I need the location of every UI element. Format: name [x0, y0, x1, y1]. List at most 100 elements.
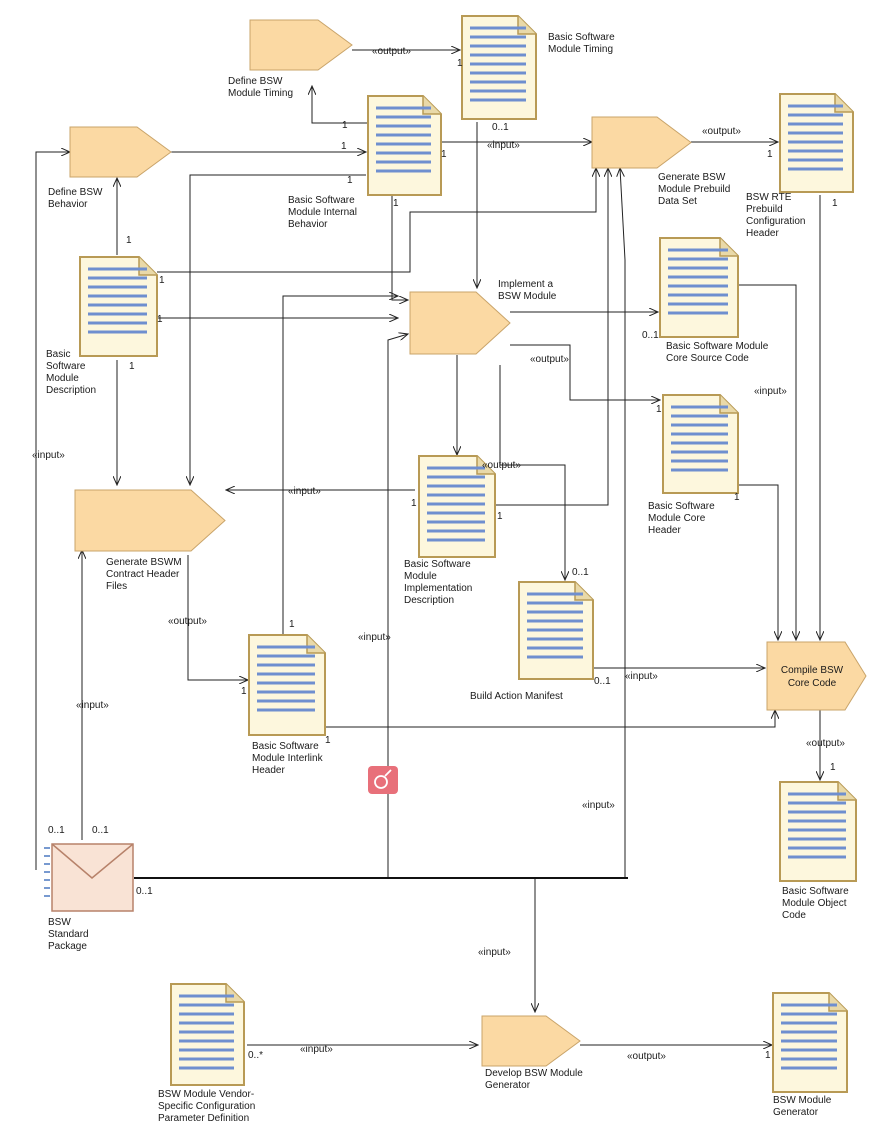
document-vendor-config[interactable]: BSW Module Vendor-Specific Configuration… — [158, 983, 255, 1124]
task-shape — [249, 19, 353, 71]
edge-core-source-to-compile — [738, 284, 796, 640]
document-label-line: Module Timing — [548, 44, 613, 55]
stereotype-output-8: «output» — [168, 616, 207, 627]
stereotype-output-12: «output» — [806, 738, 845, 749]
multiplicity-7: 1 — [393, 198, 399, 209]
edge-impl-desc-to-prebuild — [495, 168, 608, 506]
task-label-line: Define BSW — [228, 76, 283, 87]
document-label-line: Module Object — [782, 898, 847, 909]
document-label-line: Description — [46, 385, 96, 396]
multiplicity-4: 1 — [441, 149, 447, 160]
multiplicity-24: 0..1 — [48, 825, 65, 836]
multiplicity-6: 1 — [347, 175, 353, 186]
package-label-line: BSW — [48, 917, 71, 928]
stereotype-input-1: «input» — [487, 140, 520, 151]
edge-implement-to-manifest — [499, 365, 565, 580]
stereotype-input-15: «input» — [300, 1044, 333, 1055]
edge-internal-to-contract — [190, 174, 366, 485]
document-label-line: Configuration — [746, 216, 805, 227]
document-label-line: Basic — [46, 349, 70, 360]
multiplicity-17: 1 — [734, 492, 740, 503]
package-label-line: Package — [48, 941, 87, 952]
multiplicity-26: 0..1 — [136, 886, 153, 897]
stereotype-input-14: «input» — [478, 947, 511, 958]
document-shape — [461, 15, 537, 120]
document-fold — [574, 582, 593, 601]
multiplicity-27: 0..* — [248, 1050, 263, 1061]
edge-left-input-to-define-behavior — [35, 152, 70, 870]
multiplicity-15: 1 — [411, 498, 417, 509]
document-label-line: Core Source Code — [666, 353, 749, 364]
edge-implement-to-core-header — [510, 344, 660, 400]
document-build-action-manifest[interactable]: Build Action Manifest — [470, 581, 594, 702]
badge-icon — [374, 775, 388, 789]
stereotype-output-2: «output» — [702, 126, 741, 137]
task-label-line: Data Set — [658, 196, 697, 207]
document-label-line: Module Core — [648, 513, 706, 524]
task-label-line: Core Code — [788, 678, 837, 689]
badge-icon-stroke — [384, 769, 392, 777]
task-shape — [409, 291, 511, 355]
multiplicity-5: 1 — [767, 149, 773, 160]
document-label-line: Basic Software Module — [666, 341, 769, 352]
document-label-line: Description — [404, 595, 454, 606]
stereotype-output-4: «output» — [530, 354, 569, 365]
document-label-line: Behavior — [288, 219, 328, 230]
document-label-line: Basic Software — [548, 32, 615, 43]
document-label-line: Software — [46, 361, 86, 372]
task-label-line: Generate BSW — [658, 172, 726, 183]
document-label-line: Basic Software — [404, 559, 471, 570]
document-label-line: BSW Module — [773, 1095, 832, 1106]
document-label-line: Parameter Definition — [158, 1113, 249, 1124]
task-label-line: Develop BSW Module — [485, 1068, 583, 1079]
edge-internal-to-timing-task — [312, 86, 370, 124]
multiplicity-25: 0..1 — [92, 825, 109, 836]
document-label-line: Basic Software — [252, 741, 319, 752]
task-label-line: Files — [106, 581, 127, 592]
document-label-line: Header — [746, 228, 779, 239]
document-label-line: Specific Configuration — [158, 1101, 255, 1112]
multiplicity-3: 0..1 — [492, 122, 509, 133]
package-flap — [51, 843, 134, 879]
stereotype-output-6: «output» — [482, 460, 521, 471]
badge-background — [368, 766, 398, 794]
multiplicity-11: 1 — [157, 314, 163, 325]
multiplicity-28: 1 — [765, 1050, 771, 1061]
document-label-line: Module Interlink — [252, 753, 324, 764]
stereotype-input-3: «input» — [32, 450, 65, 461]
task-label-line: Module Prebuild — [658, 184, 730, 195]
document-label: Build Action Manifest — [470, 691, 563, 702]
task-label-line: Behavior — [48, 199, 88, 210]
multiplicity-8: 1 — [832, 198, 838, 209]
multiplicity-2: 1 — [341, 141, 347, 152]
stereotype-input-5: «input» — [754, 386, 787, 397]
error-badge[interactable] — [368, 766, 398, 794]
task-label-line: Generator — [485, 1080, 531, 1091]
task-shape — [74, 489, 226, 552]
edge-interlink-to-implement — [282, 296, 398, 635]
